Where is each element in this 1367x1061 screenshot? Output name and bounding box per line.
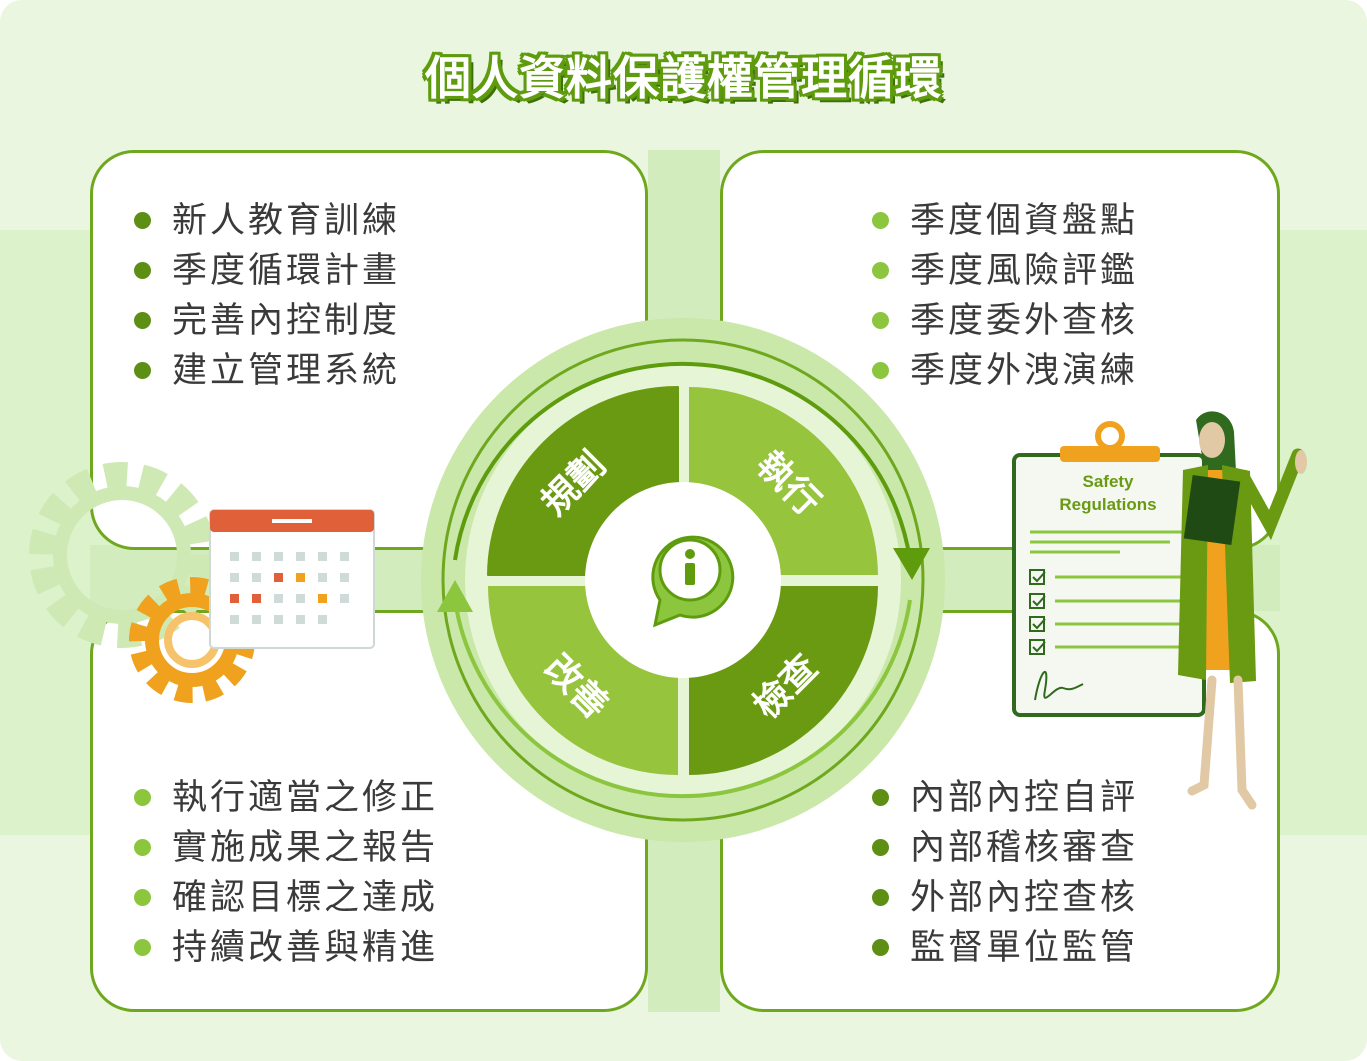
list-item-text: 內部稽核審查	[910, 828, 1139, 868]
list-item: 季度風險評鑑	[872, 246, 1138, 296]
list-item-text: 監督單位監管	[910, 928, 1139, 968]
bullet	[134, 839, 151, 856]
list-item: 確認目標之達成	[134, 873, 438, 923]
list-item-text: 外部內控查核	[910, 878, 1139, 918]
list-item-text: 持續改善與精進	[172, 928, 439, 968]
list-item-text: 季度外洩演練	[910, 351, 1139, 391]
do-list: 季度個資盤點 季度風險評鑑 季度委外查核 季度外洩演練	[872, 196, 1138, 396]
list-item: 內部內控自評	[872, 773, 1138, 823]
arrow-left-icon	[437, 580, 473, 612]
calendar-icon	[209, 509, 375, 649]
arc-bottom	[453, 599, 912, 799]
list-item-text: 執行適當之修正	[172, 778, 439, 818]
bullet	[134, 262, 151, 279]
list-item-text: 內部內控自評	[910, 778, 1139, 818]
list-item-text: 確認目標之達成	[172, 878, 439, 918]
list-item: 完善內控制度	[134, 296, 400, 346]
check-list: 內部內控自評 內部稽核審查 外部內控查核 監督單位監管	[872, 773, 1138, 973]
list-item: 監督單位監管	[872, 923, 1138, 973]
bullet	[134, 362, 151, 379]
page-title: 個人資料保護權管理循環	[425, 51, 942, 105]
list-item: 季度循環計畫	[134, 246, 400, 296]
list-item-text: 新人教育訓練	[172, 201, 401, 241]
clipboard-title-1: Safety	[1082, 472, 1134, 491]
list-item: 持續改善與精進	[134, 923, 438, 973]
info-icon	[651, 535, 735, 628]
list-item: 建立管理系統	[134, 346, 400, 396]
clipboard-title-2: Regulations	[1059, 495, 1156, 514]
bullet	[872, 789, 889, 806]
act-list: 執行適當之修正 實施成果之報告 確認目標之達成 持續改善與精進	[134, 773, 438, 973]
list-item: 外部內控查核	[872, 873, 1138, 923]
bullet	[134, 889, 151, 906]
list-item-text: 建立管理系統	[172, 351, 401, 391]
bullet	[134, 789, 151, 806]
bullet	[134, 312, 151, 329]
clipboard-icon: Safety Regulations	[1012, 421, 1206, 717]
bullet	[872, 312, 889, 329]
gear-icon	[29, 462, 215, 648]
list-item-text: 實施成果之報告	[172, 828, 439, 868]
list-item-text: 完善內控制度	[172, 301, 401, 341]
businesswoman-figure	[1178, 411, 1307, 810]
list-item-text: 季度風險評鑑	[910, 251, 1139, 291]
list-item: 季度個資盤點	[872, 196, 1138, 246]
bullet	[872, 212, 889, 229]
list-item: 季度委外查核	[872, 296, 1138, 346]
list-item: 季度外洩演練	[872, 346, 1138, 396]
arc-top	[453, 361, 912, 561]
bullet	[872, 362, 889, 379]
list-item: 新人教育訓練	[134, 196, 400, 246]
bullet	[134, 212, 151, 229]
list-item-text: 季度個資盤點	[910, 201, 1139, 241]
bullet	[872, 839, 889, 856]
list-item: 內部稽核審查	[872, 823, 1138, 873]
cycle-ring-line	[441, 338, 925, 822]
bullet	[872, 262, 889, 279]
bullet	[872, 939, 889, 956]
bullet	[872, 889, 889, 906]
arrow-right-icon	[893, 548, 930, 580]
list-item-text: 季度循環計畫	[172, 251, 401, 291]
bullet	[134, 939, 151, 956]
plan-list: 新人教育訓練 季度循環計畫 完善內控制度 建立管理系統	[134, 196, 400, 396]
list-item: 執行適當之修正	[134, 773, 438, 823]
list-item: 實施成果之報告	[134, 823, 438, 873]
list-item-text: 季度委外查核	[910, 301, 1139, 341]
